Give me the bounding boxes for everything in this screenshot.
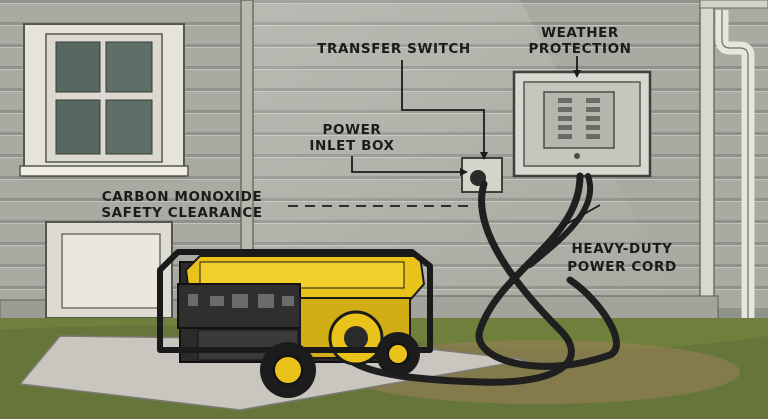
callout-lines	[288, 56, 601, 240]
power-inlet-arrowhead	[460, 168, 468, 176]
power-cord-leader	[555, 204, 601, 240]
transfer-switch-leader	[401, 60, 485, 152]
weather-protection-label-line1: WEATHER	[541, 25, 619, 41]
transfer-switch-label: TRANSFER SWITCH	[317, 41, 471, 57]
transfer-switch-panel	[512, 70, 652, 178]
power-cord-label-line2: POWER CORD	[567, 259, 677, 275]
power-inlet-label-line1: POWER	[323, 122, 382, 138]
power-inlet-leader	[351, 156, 460, 173]
window	[19, 23, 189, 177]
co-clearance-label-line2: SAFETY CLEARANCE	[101, 205, 262, 221]
weather-protection-label-line2: PROTECTION	[528, 41, 631, 57]
heavy-duty-power-cord	[346, 172, 620, 386]
power-inlet-label-line2: INLET BOX	[309, 138, 394, 154]
co-clearance-label-line1: CARBON MONOXIDE	[102, 189, 263, 205]
power-cord-label-line1: HEAVY-DUTY	[571, 241, 672, 257]
foundation-access-door	[45, 221, 173, 319]
portable-generator	[157, 249, 433, 398]
transfer-switch-arrowhead	[480, 152, 488, 160]
weather-protection-arrowhead	[573, 70, 581, 78]
